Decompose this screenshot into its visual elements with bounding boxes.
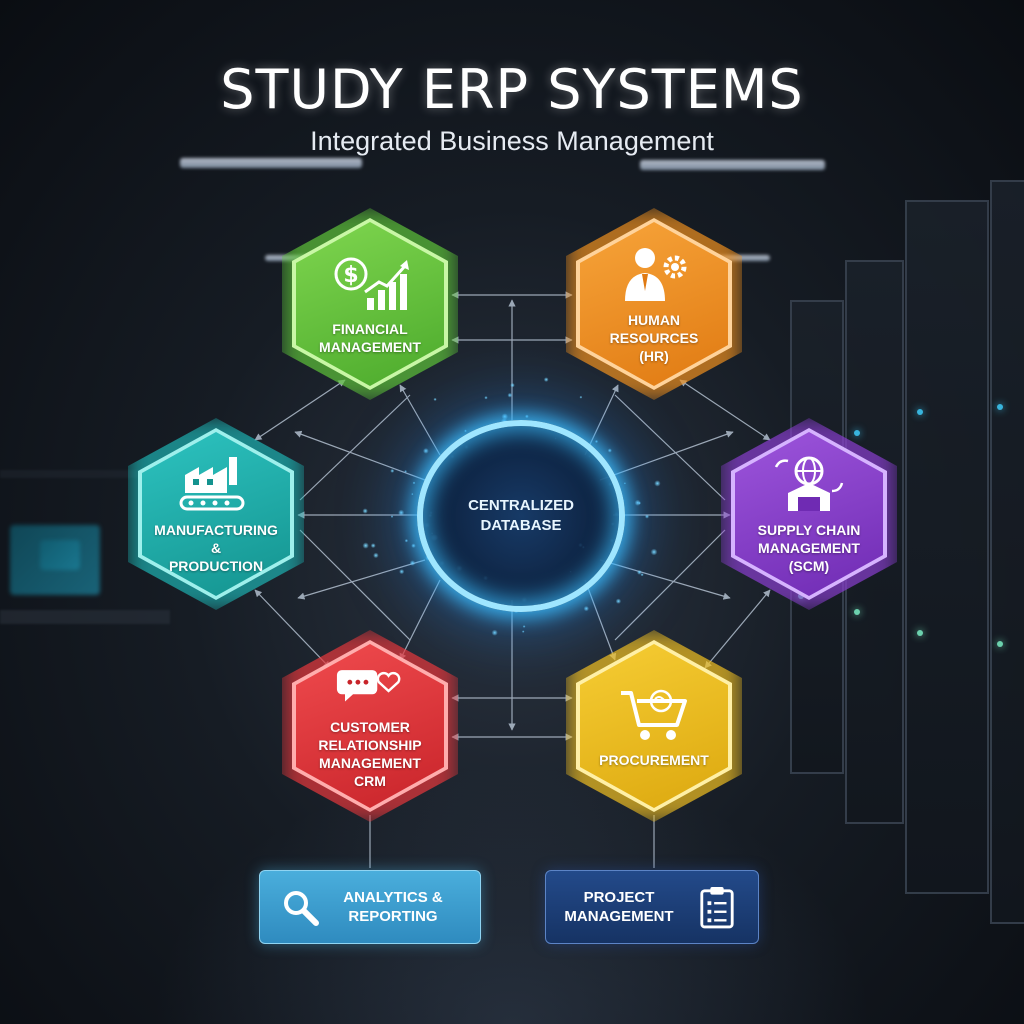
sparkle <box>404 539 409 543</box>
module-customer-relationship-management[interactable]: CUSTOMER RELATIONSHIP MANAGEMENT CRM <box>282 630 458 822</box>
chat-heart-icon <box>336 670 401 702</box>
card-analytics-reporting[interactable]: ANALYTICS & REPORTING <box>259 870 481 944</box>
sparkle <box>409 560 416 566</box>
module-financial-management[interactable]: $ FINANCIAL MANAGEMENT <box>282 208 458 400</box>
sparkle <box>543 377 549 382</box>
sparkle <box>411 543 416 548</box>
hr-label: HUMAN RESOURCES (HR) <box>609 312 699 364</box>
sparkle <box>433 397 437 401</box>
sparkle <box>501 413 509 420</box>
sparkle <box>638 501 641 505</box>
sparkle <box>579 395 583 399</box>
card-project-management[interactable]: PROJECT MANAGEMENT <box>545 870 759 944</box>
scm-label: SUPPLY CHAIN MANAGEMENT (SCM) <box>757 522 861 574</box>
sparkle <box>623 482 627 485</box>
sparkle <box>650 548 658 556</box>
sparkle <box>507 392 513 398</box>
sparkle <box>525 414 529 419</box>
analytics-label: ANALYTICS & REPORTING <box>343 889 443 925</box>
procurement-label: PROCUREMENT <box>599 752 709 768</box>
project-label: PROJECT MANAGEMENT <box>564 889 674 925</box>
sparkle <box>464 429 467 433</box>
clipboard-checklist-icon <box>700 887 734 929</box>
sparkle <box>594 439 599 444</box>
person-gear-icon <box>625 248 687 301</box>
dollar-growth-chart-icon: $ <box>334 257 409 310</box>
module-manufacturing-production[interactable]: MANUFACTURING & PRODUCTION <box>128 418 304 610</box>
sparkle <box>373 552 379 559</box>
hub-label: CENTRALIZED DATABASE <box>468 497 574 534</box>
sparkle <box>521 630 525 633</box>
financial-label: FINANCIAL MANAGEMENT <box>319 321 421 355</box>
sparkle <box>362 508 368 514</box>
sparkle <box>398 509 405 516</box>
module-supply-chain-management[interactable]: SUPPLY CHAIN MANAGEMENT (SCM) <box>721 418 897 610</box>
sparkle <box>522 625 526 628</box>
sparkle <box>399 569 405 575</box>
sparkle <box>370 543 376 549</box>
sparkle <box>644 514 650 519</box>
sparkle <box>362 542 369 549</box>
sparkle <box>636 569 642 575</box>
sparkle <box>412 481 416 485</box>
sparkle <box>510 382 515 388</box>
svg-text:$: $ <box>343 263 358 288</box>
centralized-database-hub[interactable]: CENTRALIZED DATABASE <box>417 420 625 612</box>
sparkle <box>484 396 488 400</box>
manufacturing-label: MANUFACTURING & PRODUCTION <box>154 522 278 574</box>
sparkle <box>615 598 622 604</box>
globe-warehouse-icon <box>774 456 844 511</box>
sparkle <box>404 470 407 473</box>
sparkle <box>390 468 395 473</box>
module-human-resources[interactable]: HUMAN RESOURCES (HR) <box>566 208 742 400</box>
magnifier-icon <box>284 891 319 926</box>
sparkle <box>654 480 661 487</box>
sparkle <box>491 629 498 636</box>
sparkle <box>423 448 429 454</box>
sparkle <box>607 448 612 453</box>
factory-conveyor-icon <box>179 457 245 511</box>
sparkle <box>411 493 414 496</box>
shopping-cart-globe-icon <box>621 689 687 740</box>
module-procurement[interactable]: PROCUREMENT <box>566 630 742 822</box>
page-subtitle: Integrated Business Management <box>310 126 714 156</box>
sparkle <box>390 515 394 518</box>
sparkle <box>640 573 644 577</box>
sparkle <box>583 605 589 612</box>
crm-label: CUSTOMER RELATIONSHIP MANAGEMENT CRM <box>318 719 422 789</box>
page-title: STUDY ERP SYSTEMS <box>220 58 804 121</box>
